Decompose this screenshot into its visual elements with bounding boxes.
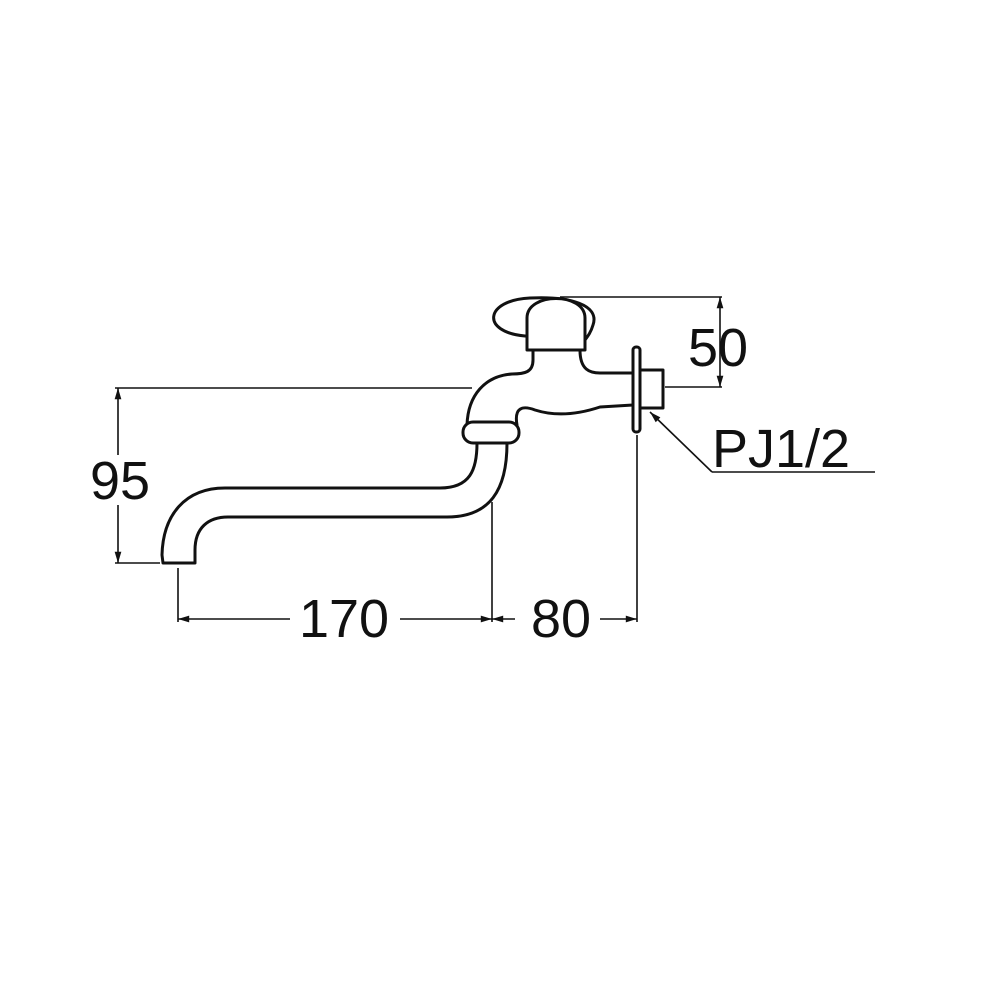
spout (160, 441, 509, 565)
height-dimension-label: 95 (90, 451, 150, 511)
inlet-stub (638, 368, 665, 410)
handle-height-label: 50 (688, 318, 748, 378)
connection-label: PJ1/2 (712, 419, 850, 479)
faucet-body (465, 348, 635, 427)
reach-dimension-label: 170 (299, 589, 389, 649)
depth-dimension-label: 80 (531, 589, 591, 649)
dimension-lines (114, 296, 875, 623)
collar (461, 420, 521, 445)
handle-cap (525, 297, 587, 352)
